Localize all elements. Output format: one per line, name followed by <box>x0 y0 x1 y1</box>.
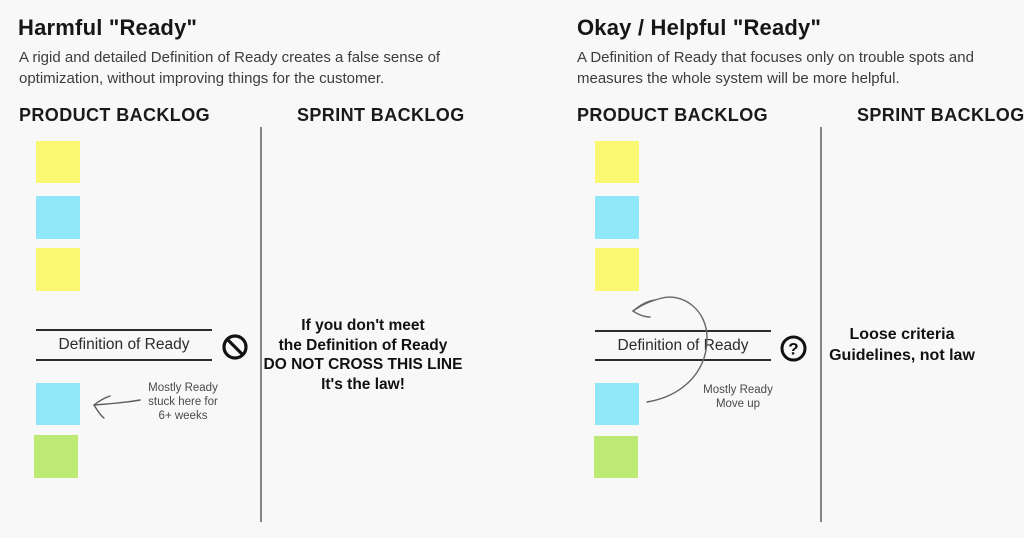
helpful-dor-label: Definition of Ready <box>617 337 749 354</box>
harmful-sticky-note-green <box>34 435 78 478</box>
helpful-annotation-line2: Move up <box>715 398 761 410</box>
harmful-panel-subtitle: A rigid and detailed Definition of Ready… <box>19 47 440 89</box>
harmful-dor-line-bottom <box>36 359 212 361</box>
helpful-sticky-note-blue-1 <box>595 196 639 239</box>
svg-text:?: ? <box>788 340 798 359</box>
helpful-annotation: Mostly Ready Move up <box>699 383 777 411</box>
harmful-sprint-message-line3: DO NOT CROSS THIS LINE <box>263 356 463 373</box>
helpful-sprint-message-line2: Guidelines, not law <box>829 347 975 364</box>
helpful-subtitle-line2: measures the whole system will be more h… <box>577 70 900 87</box>
helpful-annotation-line1: Mostly Ready <box>703 384 773 396</box>
harmful-column-divider <box>260 127 262 522</box>
harmful-dor-line-top <box>36 329 212 331</box>
harmful-panel-title: Harmful "Ready" <box>18 15 198 40</box>
harmful-sticky-note-blue-1 <box>36 196 80 239</box>
harmful-sticky-note-blue-stuck <box>36 383 80 425</box>
move-up-curved-arrow-icon <box>618 283 718 408</box>
harmful-sprint-message-line2: the Definition of Ready <box>278 336 448 354</box>
helpful-column-divider <box>820 127 822 522</box>
harmful-sprint-backlog-header: SPRINT BACKLOG <box>297 105 465 125</box>
harmful-product-backlog-header: PRODUCT BACKLOG <box>19 105 210 125</box>
harmful-sticky-note-yellow-1 <box>36 141 80 183</box>
helpful-dor-line-top <box>595 330 771 332</box>
harmful-sprint-message: If you don't meet the Definition of Read… <box>263 316 463 394</box>
helpful-subtitle-line1: A Definition of Ready that focuses only … <box>577 49 974 66</box>
helpful-sprint-message-line1: Loose criteria <box>849 326 955 343</box>
harmful-dor-label: Definition of Ready <box>58 336 190 353</box>
helpful-panel-subtitle: A Definition of Ready that focuses only … <box>577 47 974 89</box>
helpful-dor-line-bottom <box>595 359 771 361</box>
helpful-sticky-note-green <box>594 436 638 478</box>
helpful-sprint-message: Loose criteria Guidelines, not law <box>822 324 982 366</box>
harmful-sprint-message-line1: If you don't meet <box>301 317 425 334</box>
harmful-annotation: Mostly Ready stuck here for 6+ weeks <box>141 381 225 423</box>
helpful-product-backlog-header: PRODUCT BACKLOG <box>577 105 768 125</box>
no-entry-icon <box>221 333 249 361</box>
harmful-subtitle-line2: optimization, without improving things f… <box>19 70 385 87</box>
harmful-sprint-message-line4: It's the law! <box>321 375 405 393</box>
helpful-sticky-note-yellow-1 <box>595 141 639 183</box>
question-mark-icon: ? <box>779 334 808 363</box>
helpful-sticky-note-blue-mostly-ready <box>595 383 639 425</box>
helpful-sticky-note-yellow-2 <box>595 248 639 291</box>
harmful-annotation-line1: Mostly Ready <box>148 382 218 394</box>
harmful-sticky-note-yellow-2 <box>36 248 80 291</box>
harmful-annotation-line2: stuck here for <box>148 396 218 408</box>
harmful-subtitle-line1: A rigid and detailed Definition of Ready… <box>19 49 441 66</box>
harmful-annotation-line3: 6+ weeks <box>158 410 208 422</box>
helpful-sprint-backlog-header: SPRINT BACKLOG <box>857 105 1024 125</box>
left-arrow-icon <box>86 390 142 422</box>
helpful-panel-title: Okay / Helpful "Ready" <box>577 15 822 40</box>
